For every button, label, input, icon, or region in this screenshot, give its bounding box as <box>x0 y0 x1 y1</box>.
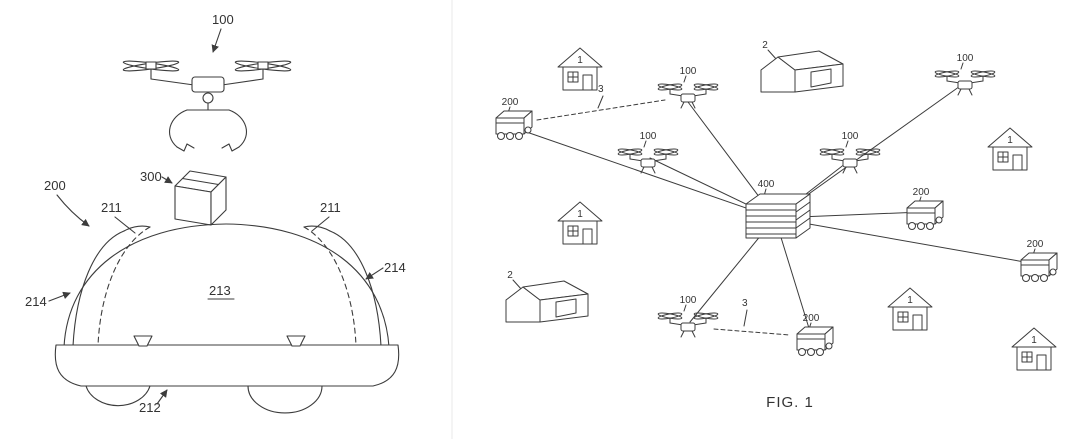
ref-label-door-left: 211 <box>101 200 122 215</box>
drone-icon <box>819 130 881 174</box>
ref-label-package: 300 <box>140 169 162 184</box>
vehicle-icon <box>54 223 400 414</box>
hub-icon <box>745 178 811 239</box>
gripper-claw-icon <box>168 102 248 152</box>
figure-caption: FIG. 1 <box>766 394 814 411</box>
figure-network: 3 3 FIG. 1 <box>495 39 1058 411</box>
leader-package <box>161 176 173 184</box>
house-icon <box>557 201 603 245</box>
house-icon <box>557 47 603 91</box>
wheel-left <box>85 385 151 407</box>
drone-icon <box>934 52 996 96</box>
house-icon <box>887 287 933 331</box>
warehouse-icon <box>760 39 844 93</box>
robot-icon <box>495 96 533 140</box>
drone-icon <box>657 65 719 109</box>
ref-label-door-right: 211 <box>320 200 341 215</box>
drone-icon <box>122 60 292 152</box>
ref-label-link-bottom: 3 <box>742 298 748 309</box>
leader-door-right <box>311 216 330 232</box>
warehouse-icon <box>505 269 589 323</box>
robot-icon <box>1020 238 1058 282</box>
leader-base <box>156 389 168 405</box>
ref-label-panel-right: 214 <box>384 260 406 275</box>
leader-panel-left <box>48 291 71 302</box>
figure-vehicle-detail: 100 300 <box>25 12 406 415</box>
vehicle-dome <box>63 223 390 348</box>
wheel-right <box>247 385 323 414</box>
robot-icon <box>796 312 834 356</box>
package-icon <box>174 170 227 226</box>
vehicle-base <box>54 344 400 387</box>
network-dashed-links: 3 3 <box>536 84 791 336</box>
leader-panel-right <box>365 267 384 280</box>
leader-vehicle <box>56 194 90 227</box>
leader-drone <box>211 28 222 53</box>
ref-label-vehicle: 200 <box>44 178 66 193</box>
ref-label-link-top: 3 <box>598 84 604 95</box>
ref-label-cabin: 213 <box>209 283 231 298</box>
drone-icon <box>657 294 719 338</box>
robot-icon <box>906 186 944 230</box>
house-icon <box>987 127 1033 171</box>
house-icon <box>1011 327 1057 371</box>
leader-door-left <box>114 216 136 234</box>
ref-label-drone: 100 <box>212 12 234 27</box>
ref-label-panel-left: 214 <box>25 294 47 309</box>
ref-label-base: 212 <box>139 400 161 415</box>
